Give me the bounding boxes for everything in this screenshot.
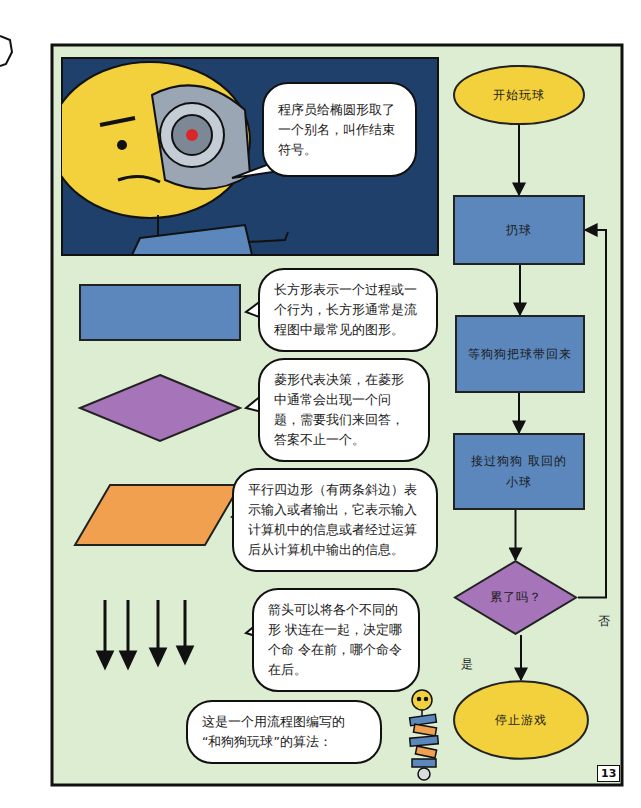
speech-bubble: 这是一个用流程图编写的 “和狗狗玩球”的算法： [186,700,382,764]
speech-bubble: 平行四边形（有两条斜边）表 示输入或者输出，它表示输入 计算机中的信息或者经过运… [232,468,438,572]
flow-arrow [518,393,520,433]
node-text: 接过狗狗 取回的小球 [465,451,573,492]
node-text: 开始玩球 [493,85,545,105]
process-box: 接过狗狗 取回的小球 [453,433,585,510]
node-text: 等狗狗把球带回来 [468,344,572,364]
node-text: 累了吗？ [490,587,542,607]
terminal-ellipse: 开始玩球 [452,65,586,125]
flow-arrow [520,635,522,680]
flow-arrow [519,265,521,315]
edge-label: 是 [459,657,475,671]
bubble-text: 箭头可以将各个不同的形 状连在一起，决定哪个命 令在前，哪个命令在后。 [268,600,404,680]
node-text: 扔球 [506,220,532,240]
node-text: 停止游戏 [495,710,547,730]
speech-bubble: 箭头可以将各个不同的形 状连在一起，决定哪个命 令在前，哪个命令在后。 [252,588,420,692]
bubble-text: 平行四边形（有两条斜边）表 示输入或者输出，它表示输入 计算机中的信息或者经过运… [248,480,422,560]
bubble-text: 这是一个用流程图编写的 “和狗狗玩球”的算法： [202,712,366,752]
terminal-ellipse: 停止游戏 [452,680,590,760]
edge-label: 否 [596,614,612,628]
flow-arrow [518,125,520,195]
flow-arrow [515,510,517,560]
page-number: 13 [597,765,620,782]
speech-bubble: 长方形表示一个过程或一 个行为，长方形通常是流 程图中最常见的图形。 [258,268,438,352]
bubble-text: 程序员给椭圆形取了 一个别名，叫作结束 符号。 [278,100,401,160]
speech-bubble: 菱形代表决策，在菱形 中通常会出现一个问 题，需要我们来回答， 答案不止一个。 [258,358,430,462]
flow-arrow [578,230,606,598]
process-box: 等狗狗把球带回来 [455,315,585,393]
bubble-text: 菱形代表决策，在菱形 中通常会出现一个问 题，需要我们来回答， 答案不止一个。 [274,370,414,450]
decision-diamond: 累了吗？ [453,560,578,635]
bubble-text: 长方形表示一个过程或一 个行为，长方形通常是流 程图中最常见的图形。 [274,280,422,340]
process-box: 扔球 [453,195,585,265]
speech-bubble: 程序员给椭圆形取了 一个别名，叫作结束 符号。 [262,82,417,177]
